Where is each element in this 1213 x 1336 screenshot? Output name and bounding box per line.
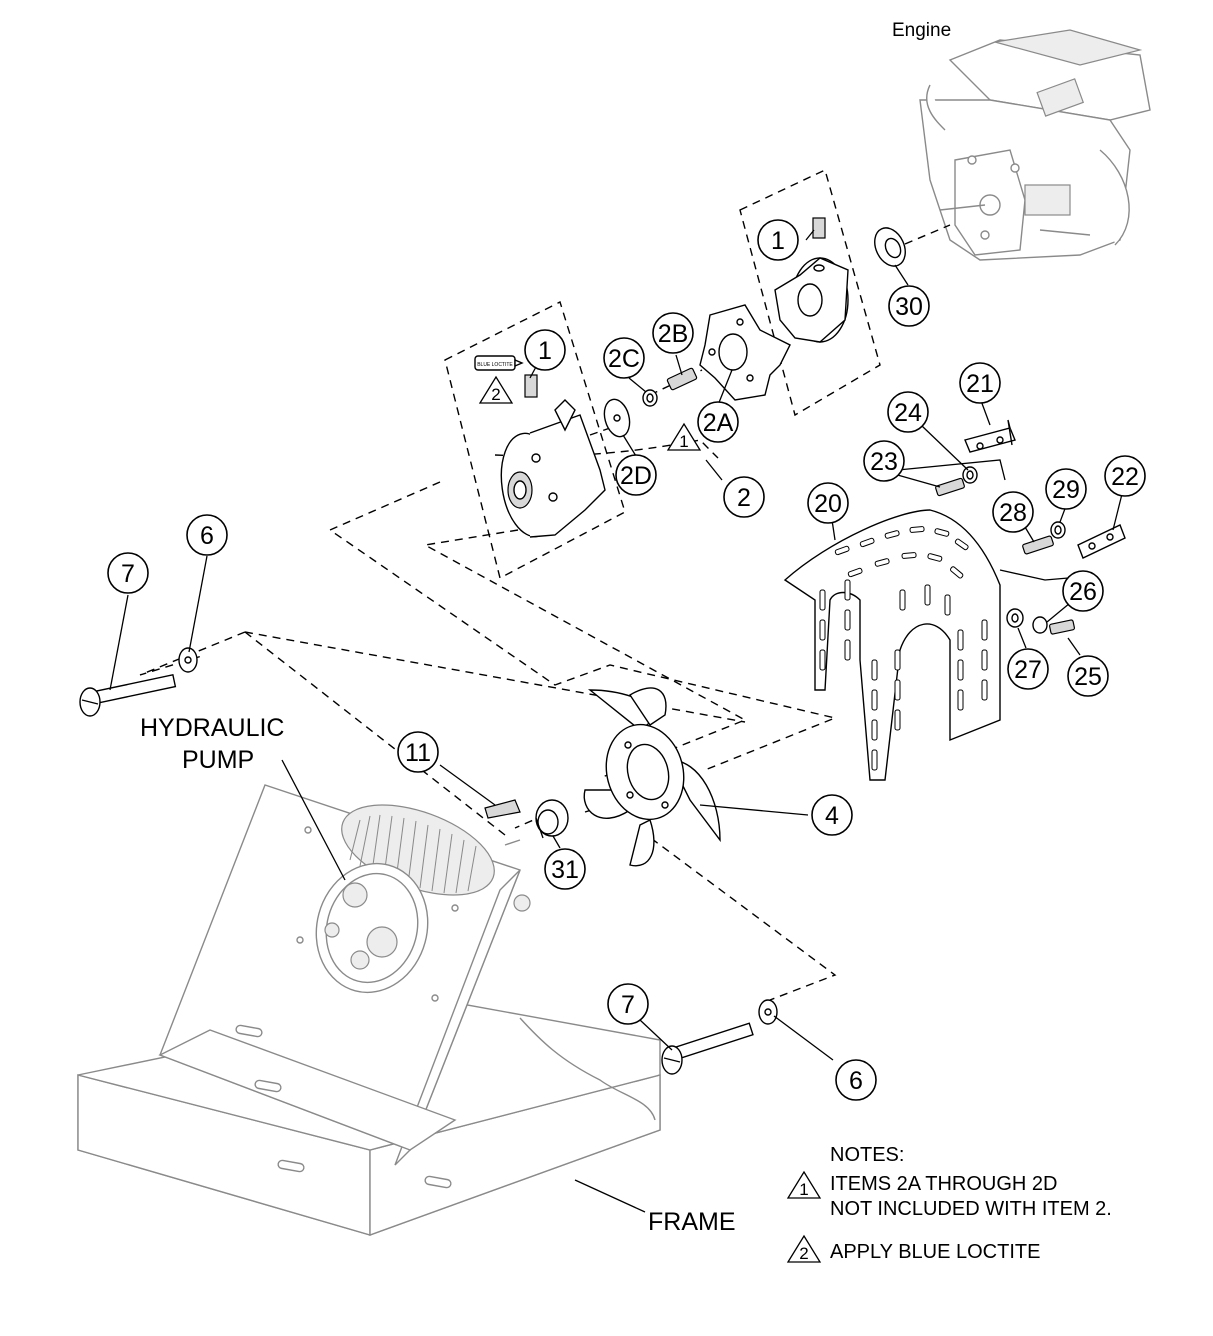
hydraulic-pump-label-line1: HYDRAULIC [140,714,284,742]
callout-25: 25 [1067,655,1109,697]
callout-1a: 1 [524,329,566,371]
callout-21: 21 [959,362,1001,404]
svg-text:2D: 2D [620,462,652,490]
note1-line1: ITEMS 2A THROUGH 2D [830,1173,1057,1195]
svg-text:26: 26 [1069,578,1097,606]
svg-text:28: 28 [999,499,1027,527]
callout-29: 29 [1045,468,1087,510]
svg-text:7: 7 [121,560,135,588]
callout-7b: 7 [607,983,649,1025]
svg-text:31: 31 [551,856,579,884]
bracket-22 [1077,524,1126,559]
callout-28: 28 [992,491,1034,533]
shaft-collar-30 [874,227,906,267]
callout-30: 30 [888,285,930,327]
callout-4: 4 [811,794,853,836]
callout-7a: 7 [107,552,149,594]
svg-text:29: 29 [1052,476,1080,504]
bushing-31 [535,799,569,839]
coupling-half-left: BLUE LOCTITE [474,355,606,538]
callout-2a: 2A [697,401,739,443]
callout-6b: 6 [835,1059,877,1101]
notes-block: NOTES: 1 ITEMS 2A THROUGH 2D NOT INCLUDE… [786,1144,1112,1263]
callout-22: 22 [1104,455,1146,497]
callout-11: 11 [397,731,439,773]
svg-text:1: 1 [538,337,552,365]
svg-text:23: 23 [870,448,898,476]
note-marker-1-text: 1 [679,432,688,451]
loctite-tube-label: BLUE LOCTITE [477,362,513,368]
screw-7-upper [79,673,177,717]
notes-heading: NOTES: [830,1144,904,1166]
callout-6a: 6 [186,514,228,556]
svg-text:2A: 2A [703,409,734,437]
frame-label: FRAME [648,1208,736,1236]
callout-27: 27 [1007,648,1049,690]
svg-text:30: 30 [895,293,923,321]
callout-2d: 2D [615,454,657,496]
callout-23: 23 [863,440,905,482]
svg-text:20: 20 [814,490,842,518]
note1-triangle-icon [786,1170,822,1199]
svg-text:25: 25 [1074,663,1102,691]
svg-text:11: 11 [405,739,431,767]
spacer-2d [603,389,658,438]
callout-24: 24 [887,391,929,433]
screw-7-lower [661,1022,754,1075]
engine-drawing [919,29,1151,261]
callout-1b: 1 [757,219,799,261]
note2-marker: 2 [799,1244,808,1263]
callout-26: 26 [1062,570,1104,612]
svg-text:7: 7 [621,991,635,1019]
callout-31: 31 [544,848,586,890]
fan-guard-20 [783,509,1001,781]
svg-text:4: 4 [825,802,839,830]
svg-text:21: 21 [966,370,994,398]
note1-marker: 1 [799,1180,808,1199]
bracket-21 [964,419,1016,453]
hydraulic-pump-drawing [315,804,531,994]
svg-text:1: 1 [771,227,785,255]
svg-text:6: 6 [200,522,214,550]
callout-2c: 2C [603,337,645,379]
svg-text:2B: 2B [658,320,689,348]
note2-triangle-icon [786,1234,822,1263]
callout-2b: 2B [652,312,694,354]
spider-insert-2a [699,304,791,401]
svg-text:24: 24 [894,399,922,427]
washer-6-upper [178,647,198,673]
fan-4 [583,687,721,867]
engine-label: Engine [892,20,951,41]
fastener-hardware [935,466,1076,635]
setscrew-2b [666,367,698,391]
leader-lines [109,229,1124,1213]
hydraulic-pump-label-line2: PUMP [182,746,254,774]
svg-text:27: 27 [1014,656,1042,684]
svg-text:2: 2 [737,484,751,512]
note1-line2: NOT INCLUDED WITH ITEM 2. [830,1198,1112,1220]
key-11 [484,799,521,819]
callout-2: 2 [723,476,765,518]
note2-text: APPLY BLUE LOCTITE [830,1241,1040,1263]
svg-text:22: 22 [1111,463,1139,491]
svg-text:2C: 2C [608,345,640,373]
svg-text:6: 6 [849,1067,863,1095]
callout-20: 20 [807,482,849,524]
note-marker-2-text: 2 [491,385,500,404]
note-marker-2-icon: 2 [478,375,514,404]
coupling-half-right [774,217,849,343]
frame-drawing [77,784,661,1236]
note-marker-1-icon: 1 [666,422,702,451]
washer-6-lower [758,999,778,1025]
